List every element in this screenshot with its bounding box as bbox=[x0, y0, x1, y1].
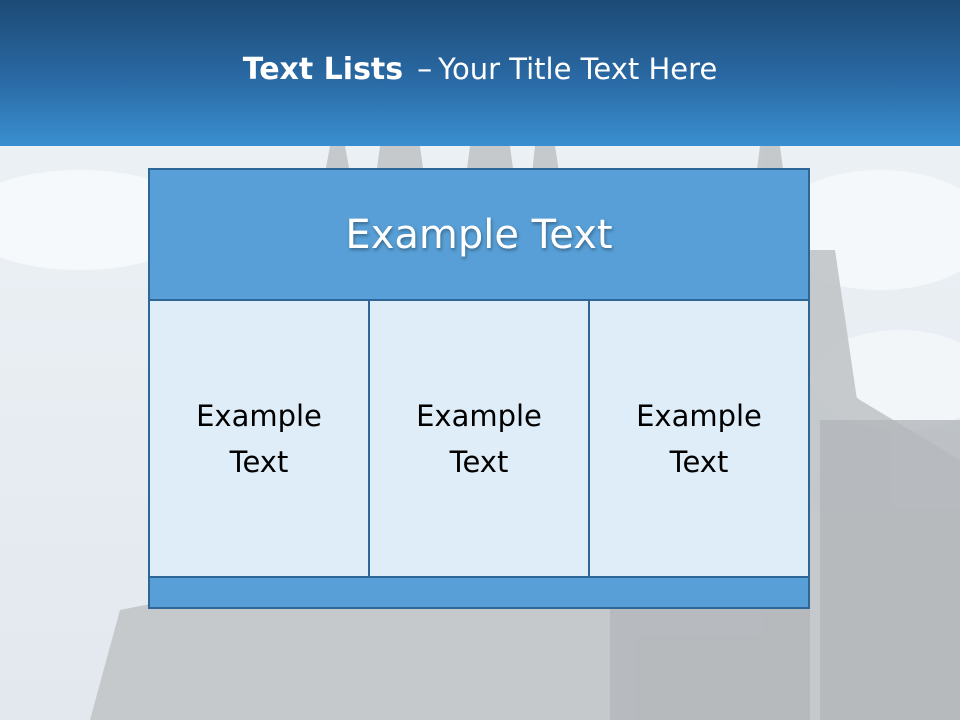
column-label: Example Text bbox=[196, 398, 322, 479]
column-label: Example Text bbox=[416, 398, 542, 479]
diagram-header-label: Example Text bbox=[345, 211, 613, 258]
title-dash: – bbox=[417, 52, 433, 87]
column-label: Example Text bbox=[636, 398, 762, 479]
diagram-footer-bar bbox=[150, 578, 808, 607]
diagram-column-1: Example Text bbox=[150, 301, 370, 578]
slide-title: Text Lists–Your Title Text Here bbox=[0, 52, 960, 100]
diagram-columns: Example Text Example Text Example Text bbox=[150, 301, 808, 578]
title-bold-text: Text Lists bbox=[242, 52, 404, 87]
diagram-column-2: Example Text bbox=[370, 301, 590, 578]
title-header-band: Text Lists–Your Title Text Here bbox=[0, 0, 960, 146]
text-list-diagram: Example Text Example Text Example Text E… bbox=[148, 168, 810, 609]
title-rest-text: Your Title Text Here bbox=[438, 52, 718, 86]
diagram-column-3: Example Text bbox=[590, 301, 808, 578]
diagram-header-box: Example Text bbox=[150, 170, 808, 301]
